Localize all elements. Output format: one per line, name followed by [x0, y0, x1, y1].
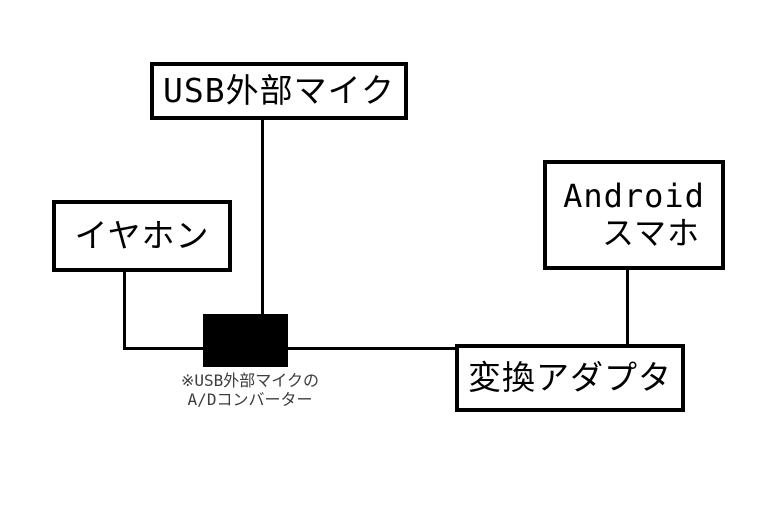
- ad-converter-block: [203, 314, 288, 367]
- ad-converter-caption-line1: ※USB外部マイクの: [181, 371, 319, 390]
- node-usb-mic: USB外部マイク: [150, 62, 408, 120]
- node-conversion-adapter: 変換アダプタ: [455, 344, 685, 412]
- node-usb-mic-label: USB外部マイク: [163, 71, 395, 111]
- node-conversion-adapter-label: 変換アダプタ: [468, 358, 672, 398]
- node-android-label-line1: Android: [563, 177, 705, 216]
- connector-usbmic-to-adconverter: [261, 119, 264, 315]
- ad-converter-caption-line2: A/Dコンバーター: [187, 390, 313, 409]
- connector-earphone-down: [123, 270, 126, 350]
- node-earphone-label: イヤホン: [74, 216, 210, 256]
- ad-converter-caption: ※USB外部マイクの A/Dコンバーター: [157, 371, 343, 409]
- connector-earphone-to-adconverter: [123, 347, 205, 350]
- node-android-smartphone: Android スマホ: [543, 160, 725, 270]
- node-android-label-line2: スマホ: [601, 214, 701, 252]
- connector-adconverter-to-adapter: [287, 347, 457, 350]
- node-earphone: イヤホン: [52, 200, 232, 272]
- connector-android-to-adapter: [626, 269, 629, 346]
